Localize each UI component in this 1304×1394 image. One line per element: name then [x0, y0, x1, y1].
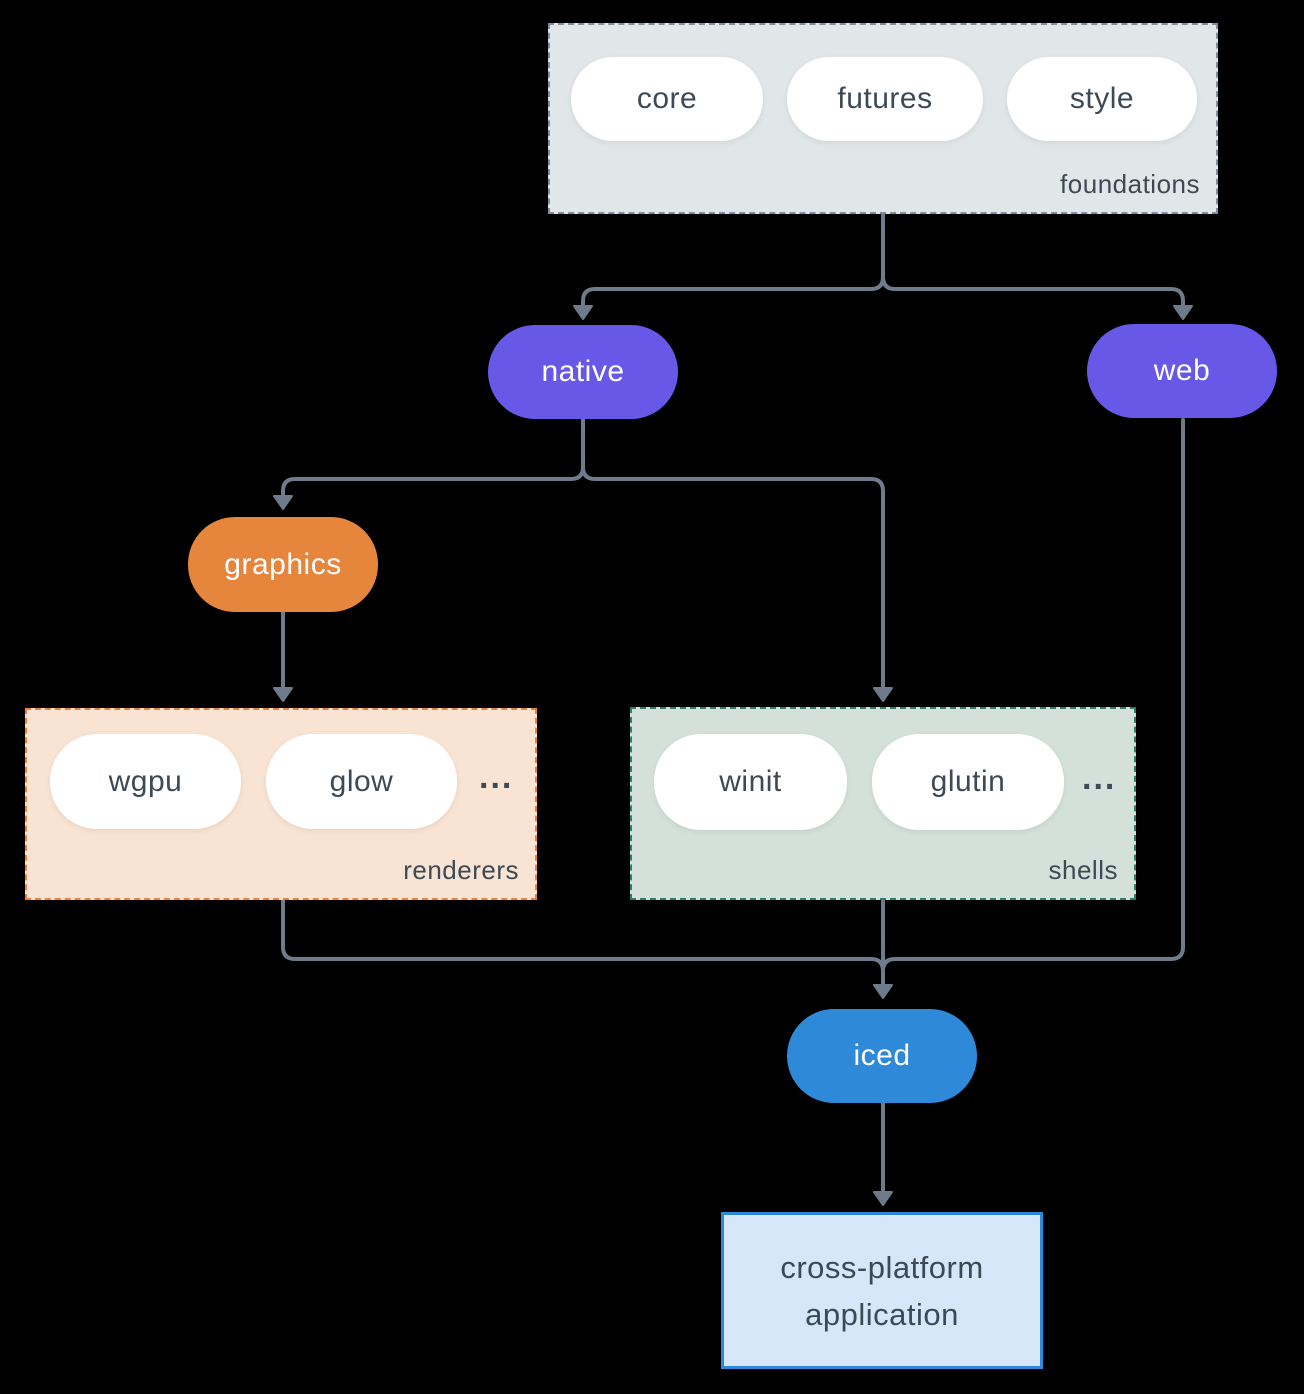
node-winit: winit — [654, 734, 847, 830]
arrowhead-shells — [873, 687, 893, 702]
node-graphics: graphics — [188, 517, 378, 612]
node-glow: glow — [266, 734, 457, 829]
ellipsis-renderers: ... — [479, 758, 514, 796]
node-wgpu: wgpu — [50, 734, 241, 829]
node-futures: futures — [787, 57, 983, 141]
arrowhead-native — [573, 305, 593, 320]
node-web: web — [1087, 324, 1277, 418]
node-glutin: glutin — [872, 734, 1064, 830]
arrowhead-renderers — [273, 687, 293, 702]
group-label-foundations: foundations — [1060, 169, 1200, 199]
arrowhead-graphics — [273, 495, 293, 510]
node-iced: iced — [787, 1009, 977, 1103]
group-label-shells: shells — [1048, 855, 1118, 885]
group-label-renderers: renderers — [403, 855, 519, 885]
node-native: native — [488, 325, 678, 419]
node-style: style — [1007, 57, 1197, 141]
arrowhead-web — [1173, 305, 1193, 320]
arrowhead-iced — [873, 984, 893, 999]
ellipsis-shells: ... — [1082, 759, 1117, 797]
edge-native-shells — [581, 418, 885, 691]
edge-foundations-web — [881, 212, 1185, 309]
edge-native-graphics — [281, 418, 585, 499]
group-foundations: core futures style foundations — [548, 23, 1218, 214]
edge-renderers-iced — [281, 898, 885, 973]
node-core: core — [571, 57, 763, 141]
edge-foundations-native — [581, 212, 885, 309]
arrowhead-application — [873, 1191, 893, 1206]
group-shells: winit glutin ... shells — [630, 707, 1136, 900]
group-renderers: wgpu glow ... renderers — [25, 708, 537, 900]
node-cross-platform-application: cross-platform application — [721, 1212, 1043, 1369]
